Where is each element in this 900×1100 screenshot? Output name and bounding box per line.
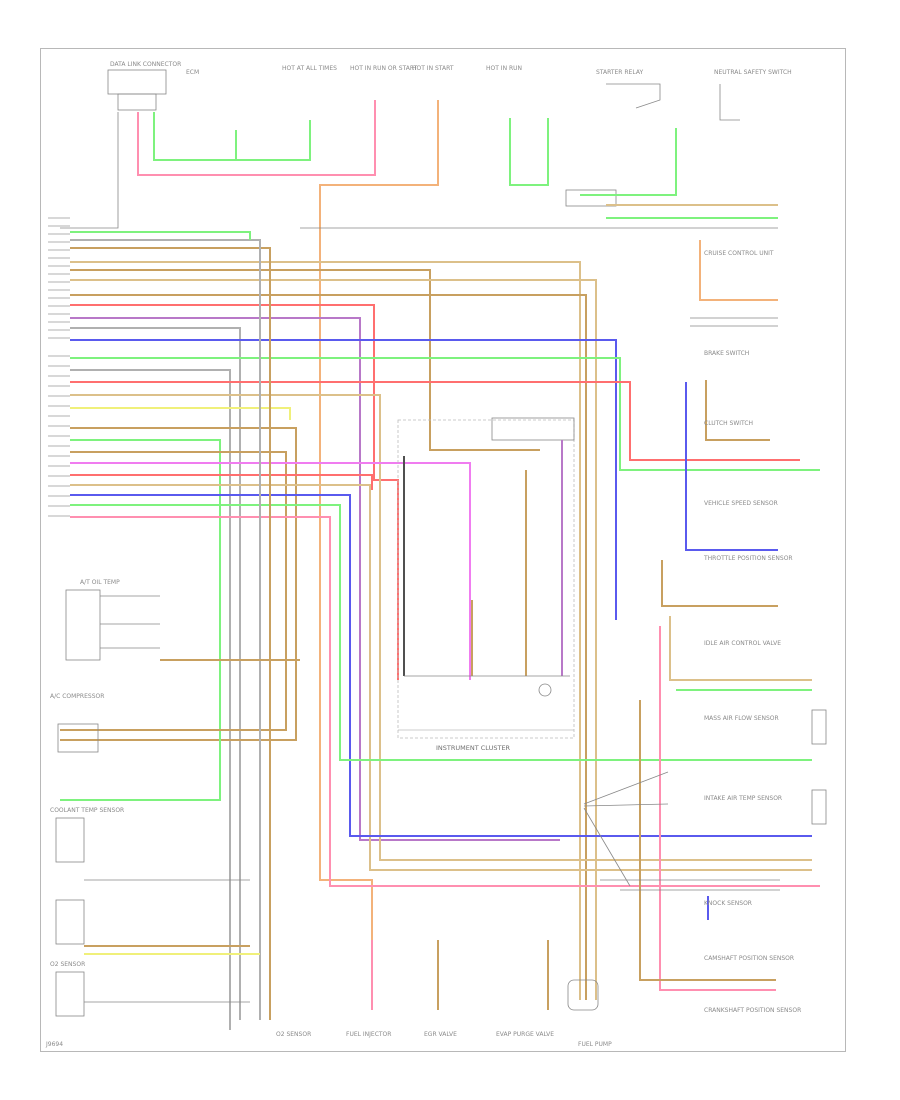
starter-relay-contact [606,83,661,109]
right-labels: CRUISE CONTROL UNIT BRAKE SWITCH CLUTCH SW… [703,250,801,1014]
right-label-6: MASS AIR FLOW SENSOR [704,715,779,722]
harness-row-group-a [48,217,70,339]
left-label-1: A/C COMPRESSOR [50,693,104,700]
top-label-0: DATA LINK CONNECTOR [110,61,181,68]
fan-line-3 [583,807,631,887]
yellow-wire-1 [70,407,291,420]
top-components: DATA LINK CONNECTOR ECM HOT AT ALL TIMES… [107,61,792,207]
red-wire-2 [70,381,800,461]
right-label-7: INTAKE AIR TEMP SENSOR [704,795,782,802]
right-tan-2 [669,616,812,681]
right-sensor-box-1 [811,709,827,745]
o2-sensor-box-a [55,899,85,945]
dlc-pins [117,93,157,111]
right-pink-1 [659,626,776,991]
gray-wire-2 [70,369,231,1030]
bottom-label-3: EVAP PURGE VALVE [496,1031,554,1038]
green-wire-4 [70,504,812,761]
right-label-5: IDLE AIR CONTROL VALVE [704,640,781,647]
right-orange-1 [699,240,778,301]
left-label-2: COOLANT TEMP SENSOR [50,807,124,814]
right-side-wiring [300,204,827,991]
right-brown-1 [705,380,770,441]
data-link-connector-box [107,69,167,95]
right-label-0: CRUISE CONTROL UNIT [704,250,774,257]
bottom-label-2: EGR VALVE [424,1031,457,1038]
right-label-3: VEHICLE SPEED SENSOR [704,500,778,507]
o2-sensor-box-b [55,971,85,1017]
top-label-2: HOT AT ALL TIMES [282,65,337,72]
pink-wire-2 [70,516,820,887]
right-sensor-box-2 [811,789,827,825]
right-label-2: CLUTCH SWITCH [704,420,753,427]
footer-id: J9694 [45,1041,63,1048]
bottom-label-4: FUEL PUMP [578,1041,612,1048]
blue-wire-2 [70,494,812,837]
fan-line-2 [583,803,669,807]
gray-wire-3 [70,239,261,1020]
green-wire-3 [60,439,221,801]
right-blue-1 [685,382,778,551]
cluster-outline [397,419,575,739]
brown-wire-4 [60,451,287,731]
top-feed-wires [60,100,677,960]
right-brown-3 [639,700,776,981]
gray-wire-1 [70,327,241,1020]
brown-wire-1 [70,269,540,451]
cluster-label: INSTRUMENT CLUSTER [436,744,511,752]
brown-wire-2 [70,294,587,1000]
harness-row-group-b [48,355,70,517]
at-oil-temp-box [65,589,101,661]
green-wire-5 [70,231,251,240]
green-feed-wire-a [153,112,311,161]
magenta-wire-1 [70,462,471,680]
top-label-5: HOT IN RUN [486,65,522,72]
bottom-label-0: O2 SENSOR [276,1031,311,1038]
relay-box [565,189,617,207]
neutral-switch-lead [719,84,740,121]
red-wire-3 [70,474,373,490]
tan-wire-4 [70,484,812,871]
top-label-3: HOT IN RUN OR START [350,65,418,72]
blue-wire-1 [70,339,617,620]
ac-compressor-box [57,723,99,753]
instrument-cluster: INSTRUMENT CLUSTER [397,417,575,752]
right-label-9: CAMSHAFT POSITION SENSOR [704,955,794,962]
harness-long-wires [60,231,820,1030]
right-label-10: CRANKSHAFT POSITION SENSOR [704,1007,801,1014]
cluster-top-box [491,417,575,441]
green-feed-wire-c [509,118,549,186]
bottom-components: O2 SENSOR FUEL INJECTOR EGR VALVE EVAP P… [276,940,612,1048]
right-label-1: BRAKE SWITCH [704,350,749,357]
left-label-3: O2 SENSOR [50,961,85,968]
cluster-ground-icon [538,683,552,697]
top-label-7: NEUTRAL SAFETY SWITCH [714,69,792,76]
brown-wire-3 [60,427,297,741]
bottom-label-1: FUEL INJECTOR [346,1031,391,1038]
violet-wire-1 [70,317,560,841]
top-label-6: STARTER RELAY [596,69,643,76]
green-wire-2 [70,357,820,471]
diagram-frame [40,48,846,1052]
orange-feed-wire [319,100,439,960]
fuel-pump-icon [567,979,599,1011]
fan-line-1 [583,771,669,805]
right-label-8: KNOCK SENSOR [704,900,752,907]
tan-wire-3 [70,394,812,861]
right-label-4: THROTTLE POSITION SENSOR [703,555,793,562]
top-label-1: ECM [186,69,199,76]
green-relay-wire [580,128,677,196]
left-components: A/T OIL TEMP A/C COMPRESSOR COOLANT TEMP… [50,579,300,1017]
brown-wire-5 [70,247,271,1020]
tan-wire-1 [70,261,581,1000]
top-label-4: HOT IN START [412,65,454,72]
left-label-0: A/T OIL TEMP [80,579,120,586]
tan-wire-2 [70,279,597,1000]
pink-feed-wire [137,100,376,176]
coolant-sensor-box [55,817,85,863]
dlc-ground [60,112,119,229]
right-brown-2 [661,560,778,607]
